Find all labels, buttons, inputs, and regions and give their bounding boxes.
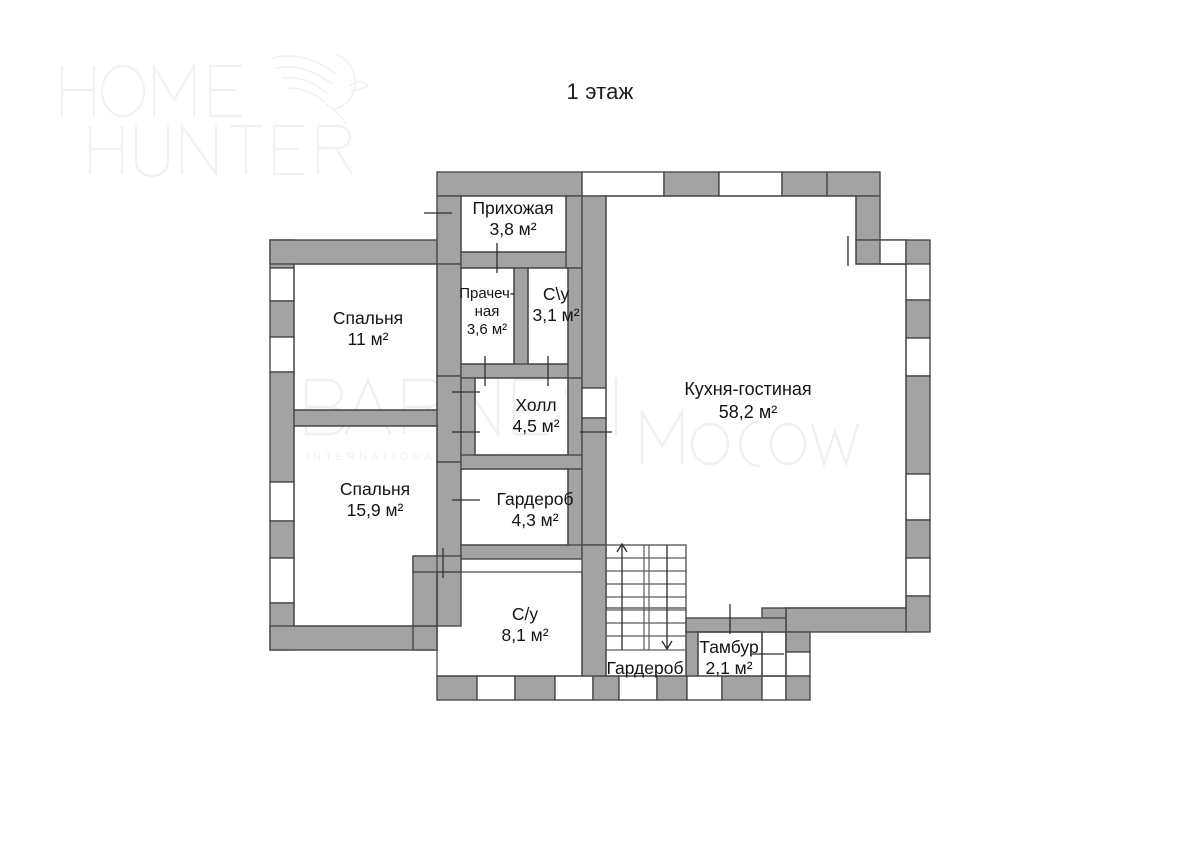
walls-group bbox=[269, 171, 931, 701]
door-marks bbox=[424, 212, 849, 655]
staircase bbox=[605, 542, 687, 651]
floor-title: 1 этаж bbox=[566, 79, 634, 104]
